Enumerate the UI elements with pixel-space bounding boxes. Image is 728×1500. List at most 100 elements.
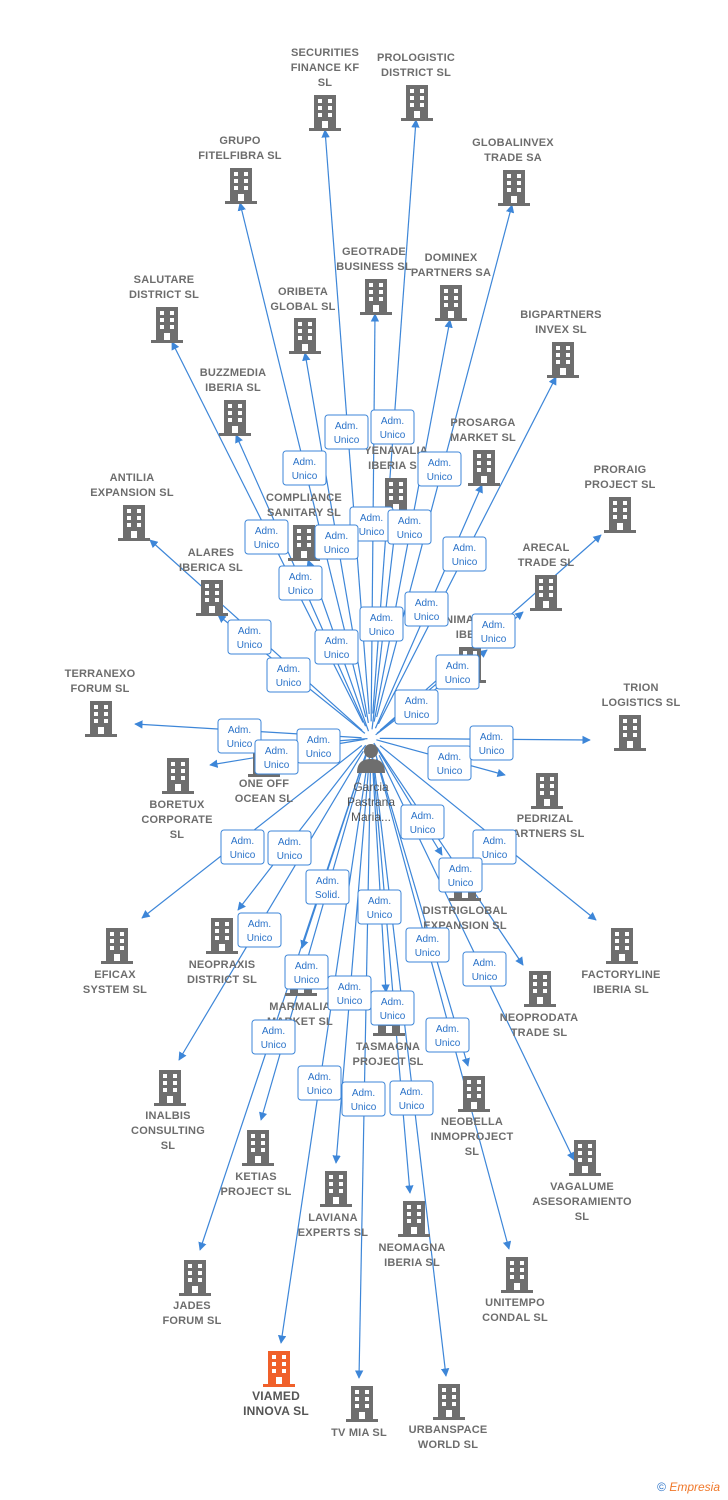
- relation-label[interactable]: Adm.Unico: [387, 509, 432, 545]
- relation-label[interactable]: Adm.Unico: [227, 619, 272, 655]
- company-name: TRADE SL: [518, 557, 575, 569]
- company-name: BUZZMEDIA: [200, 367, 267, 379]
- relation-label-text: Adm.: [325, 636, 348, 647]
- relation-label[interactable]: Adm.Unico: [471, 613, 516, 649]
- company-node[interactable]: BUZZMEDIA IBERIA SL: [200, 367, 267, 436]
- relation-label[interactable]: Adm.Unico: [278, 565, 323, 601]
- relation-label[interactable]: Adm.Unico: [254, 739, 299, 775]
- relation-label-box: [244, 519, 289, 555]
- relation-label[interactable]: Adm.Unico: [357, 889, 402, 925]
- relation-label[interactable]: Adm.Unico: [472, 829, 517, 865]
- relation-label-text: Unico: [414, 612, 440, 623]
- relation-label[interactable]: Adm.Unico: [427, 745, 472, 781]
- relation-label-text: Unico: [261, 1040, 287, 1051]
- relation-label[interactable]: Adm.Unico: [405, 927, 450, 963]
- relation-label[interactable]: Adm.Unico: [296, 728, 341, 764]
- relation-label[interactable]: Adm.Unico: [400, 804, 445, 840]
- relation-label[interactable]: Adm.Unico: [359, 606, 404, 642]
- relation-label[interactable]: Adm.Unico: [370, 409, 415, 445]
- relation-label[interactable]: Adm.Unico: [469, 725, 514, 761]
- relation-label[interactable]: Adm.Unico: [404, 591, 449, 627]
- relation-label[interactable]: Adm.Unico: [284, 954, 329, 990]
- relation-label[interactable]: Adm.Unico: [324, 414, 369, 450]
- relation-label[interactable]: Adm.Unico: [341, 1081, 386, 1117]
- relation-label[interactable]: Adm.Unico: [244, 519, 289, 555]
- relation-label-text: Unico: [334, 435, 360, 446]
- relation-label[interactable]: Adm.Unico: [435, 654, 480, 690]
- relation-label[interactable]: Adm.Unico: [297, 1065, 342, 1101]
- relation-label[interactable]: Adm.Unico: [282, 450, 327, 486]
- company-node[interactable]: TV MIA SL: [331, 1386, 387, 1439]
- relation-label[interactable]: Adm.Unico: [394, 689, 439, 725]
- relation-label-text: Unico: [292, 471, 318, 482]
- company-node[interactable]: ARECAL TRADE SL: [518, 542, 575, 611]
- relation-label[interactable]: Adm.Unico: [266, 657, 311, 693]
- relation-label[interactable]: Adm.Unico: [237, 912, 282, 948]
- company-name: ARECAL: [522, 542, 569, 554]
- relation-label-text: Unico: [254, 540, 280, 551]
- relation-label[interactable]: Adm.Unico: [370, 990, 415, 1026]
- relationship-edge: [259, 753, 368, 1121]
- relation-label[interactable]: Adm.Unico: [267, 830, 312, 866]
- relation-label[interactable]: Adm.Unico: [251, 1019, 296, 1055]
- relation-label[interactable]: Adm.Unico: [314, 629, 359, 665]
- company-name: FORUM SL: [70, 683, 129, 695]
- relation-label[interactable]: Adm.Unico: [438, 857, 483, 893]
- company-name: FINANCE KF: [291, 62, 360, 74]
- relation-label[interactable]: Adm.Unico: [425, 1017, 470, 1053]
- relation-label-box: [469, 725, 514, 761]
- relation-label[interactable]: Adm.Unico: [327, 975, 372, 1011]
- person-node[interactable]: Garcia Pastrana Maria...: [347, 744, 395, 824]
- company-name: IBERIA SL: [205, 382, 261, 394]
- relation-label[interactable]: Adm.Unico: [442, 536, 487, 572]
- relation-label[interactable]: Adm.Unico: [417, 451, 462, 487]
- relation-label[interactable]: Adm.Unico: [462, 951, 507, 987]
- relation-label[interactable]: Adm.Unico: [389, 1080, 434, 1116]
- relation-label-text: Adm.: [228, 725, 251, 736]
- building-icon: [398, 1201, 430, 1237]
- company-name: VAGALUME: [550, 1181, 614, 1193]
- relation-label[interactable]: Adm.Unico: [217, 718, 262, 754]
- brand-logo[interactable]: Empresia: [669, 1480, 720, 1494]
- company-name: UNITEMPO: [485, 1297, 545, 1309]
- relation-label[interactable]: Adm.Solid.: [305, 869, 350, 905]
- relation-label[interactable]: Adm.Unico: [314, 524, 359, 560]
- relation-label-box: [267, 830, 312, 866]
- relation-label[interactable]: Adm.Unico: [220, 829, 265, 865]
